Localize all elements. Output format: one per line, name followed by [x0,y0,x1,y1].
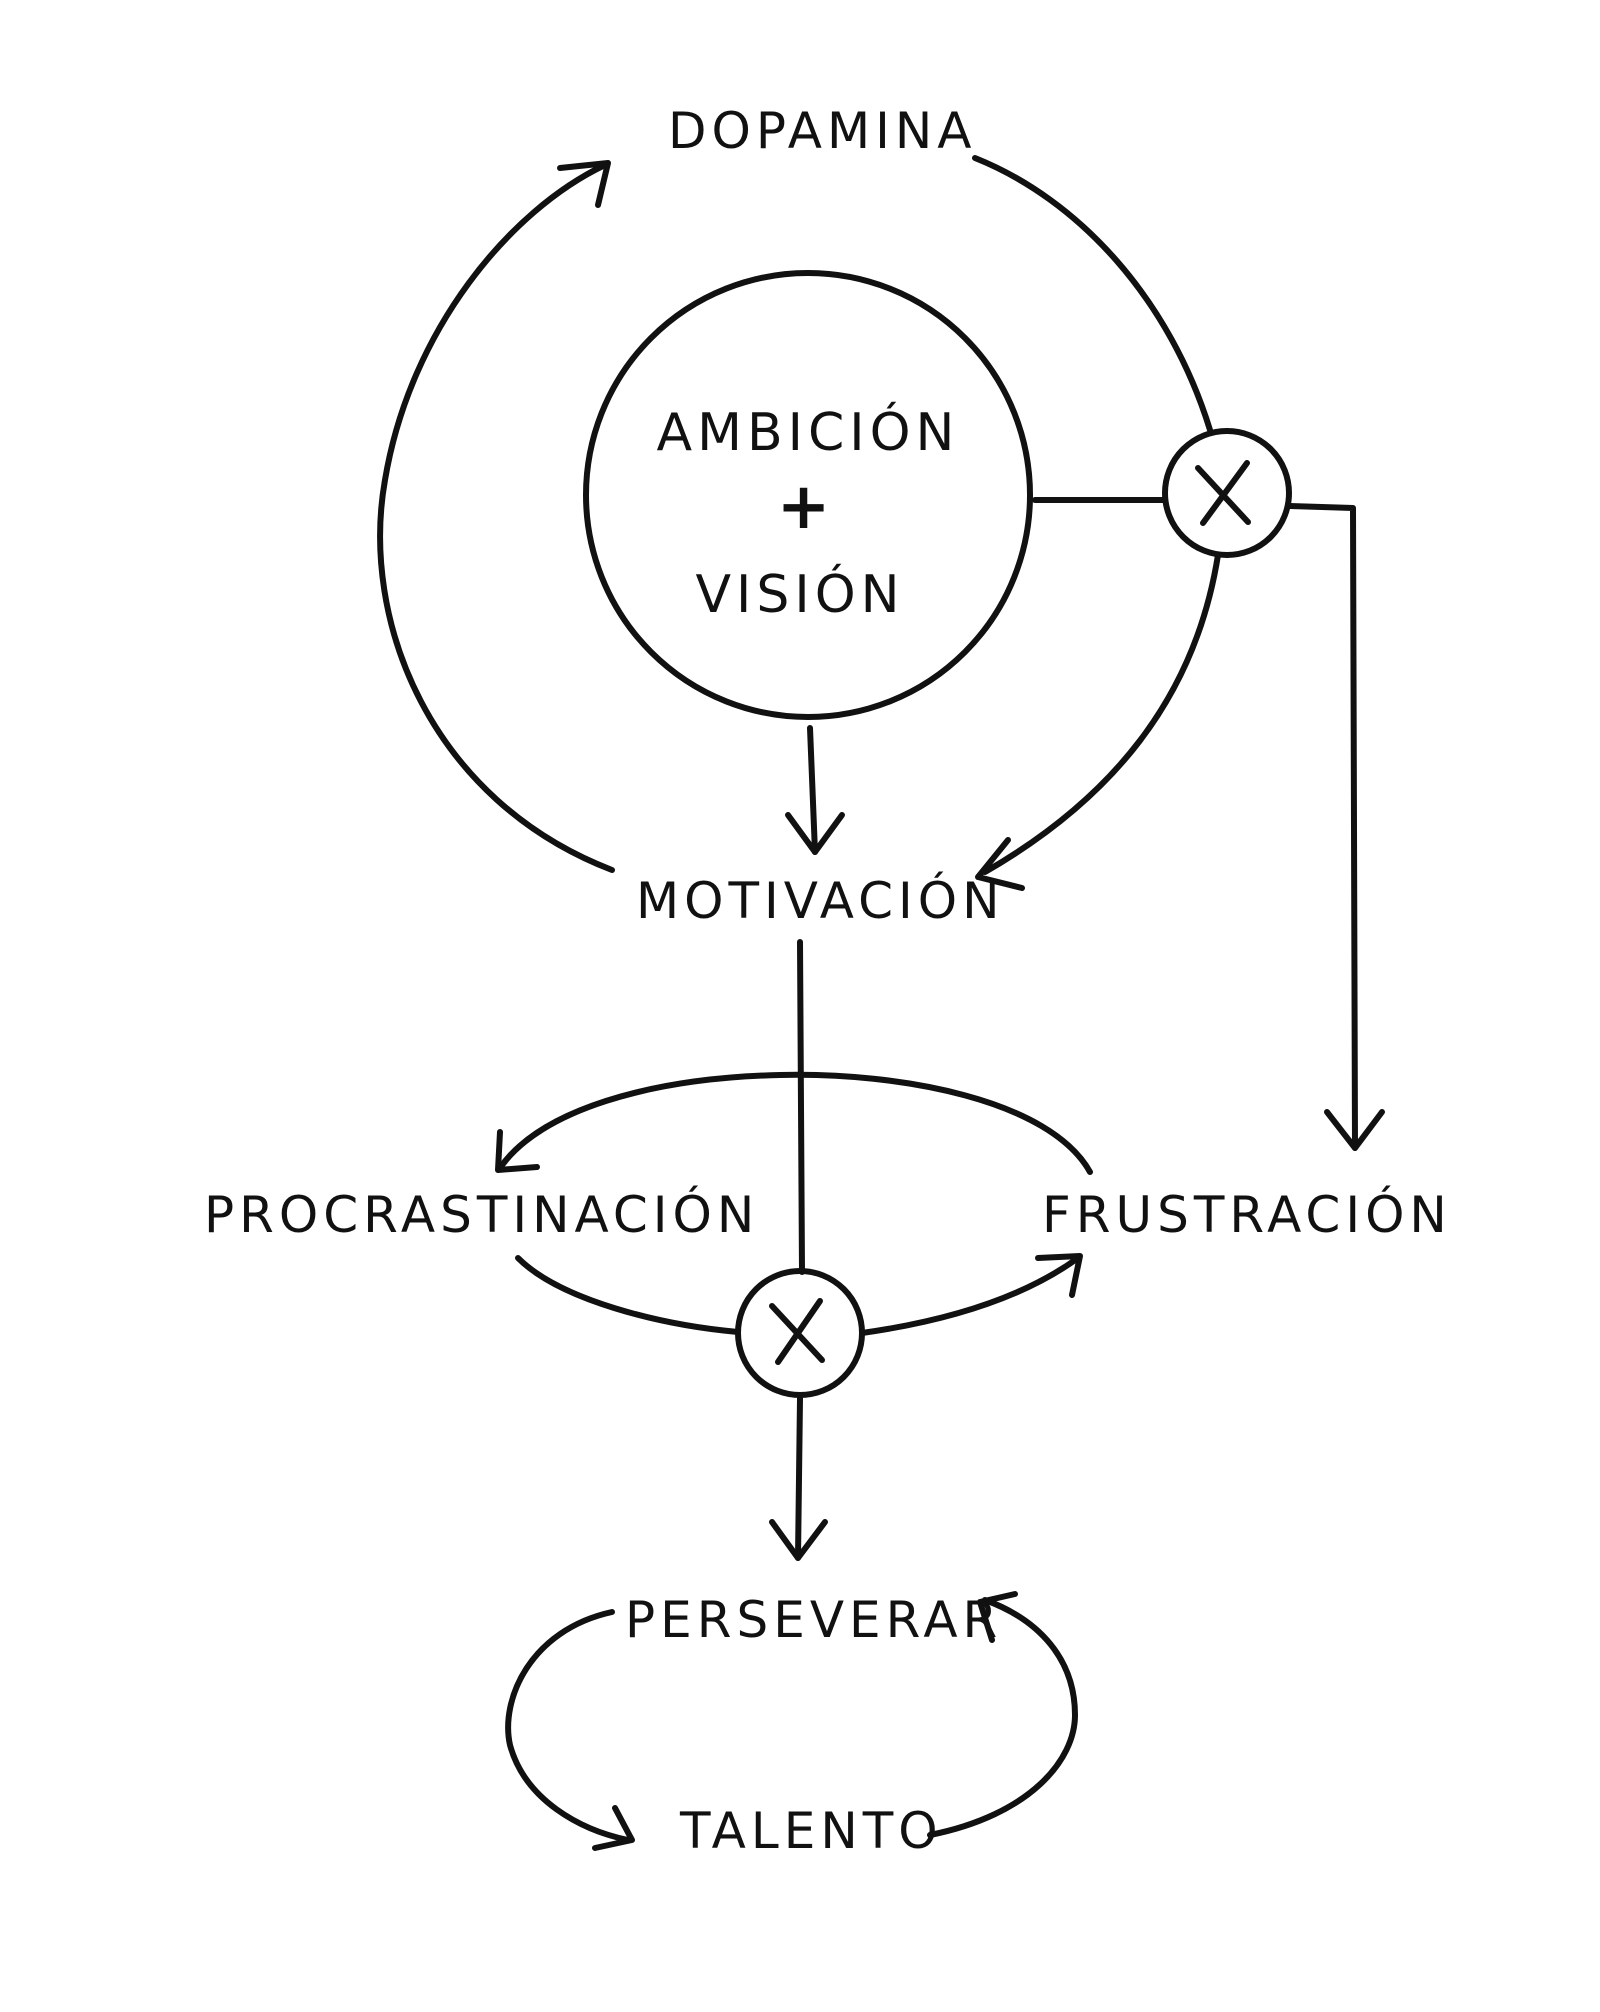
multiplier-to-perseverar-arrowhead [769,1519,828,1561]
multiplier-node-top [1162,428,1292,558]
label-procrastinacion: PROCRASTINACIÓN [204,1185,759,1244]
middle-loop-top-arc [497,1071,1093,1175]
multiplier-to-frustracion-line [1287,503,1358,1151]
label-plus: + [777,470,836,544]
outer-loop-right-arc-bottom [982,552,1221,875]
middle-loop-bottom-right-arrowhead [1035,1253,1083,1298]
label-frustracion: FRUSTRACIÓN [1042,1185,1452,1244]
label-motivacion: MOTIVACIÓN [636,871,1005,930]
middle-loop-bottom-left-arc [515,1255,741,1335]
bottom-loop-right-arc [927,1597,1078,1838]
bottom-loop-left-arrowhead [592,1805,635,1851]
outer-loop-left-arrowhead [557,160,611,208]
multiplier-node-bottom [735,1268,865,1398]
label-dopamina: DOPAMINA [668,102,977,160]
circle-to-motivacion-line [807,725,818,855]
outer-loop-right-arc-top [972,155,1213,433]
label-talento: TALENTO [679,1802,943,1860]
multiplier-to-frustracion-arrowhead [1324,1109,1385,1151]
bottom-loop-left-arc [505,1609,631,1843]
circle-to-motivacion-arrowhead [785,812,845,855]
label-perseverar: PERSEVERAR [625,1591,1002,1649]
ambicion-vision-circle [583,270,1033,720]
outer-loop-left-arc [377,162,615,873]
middle-loop-bottom-right-arc [859,1255,1081,1336]
outer-loop-right-arrowhead [975,837,1025,891]
label-ambicion: AMBICIÓN [657,401,960,463]
bottom-loop-right-arrowhead [977,1591,1018,1643]
motivacion-to-multiplier-line [797,939,805,1275]
multiplier-to-perseverar-line [795,1395,803,1561]
label-vision: VISIÓN [695,563,904,625]
middle-loop-top-arrowhead [495,1129,540,1173]
